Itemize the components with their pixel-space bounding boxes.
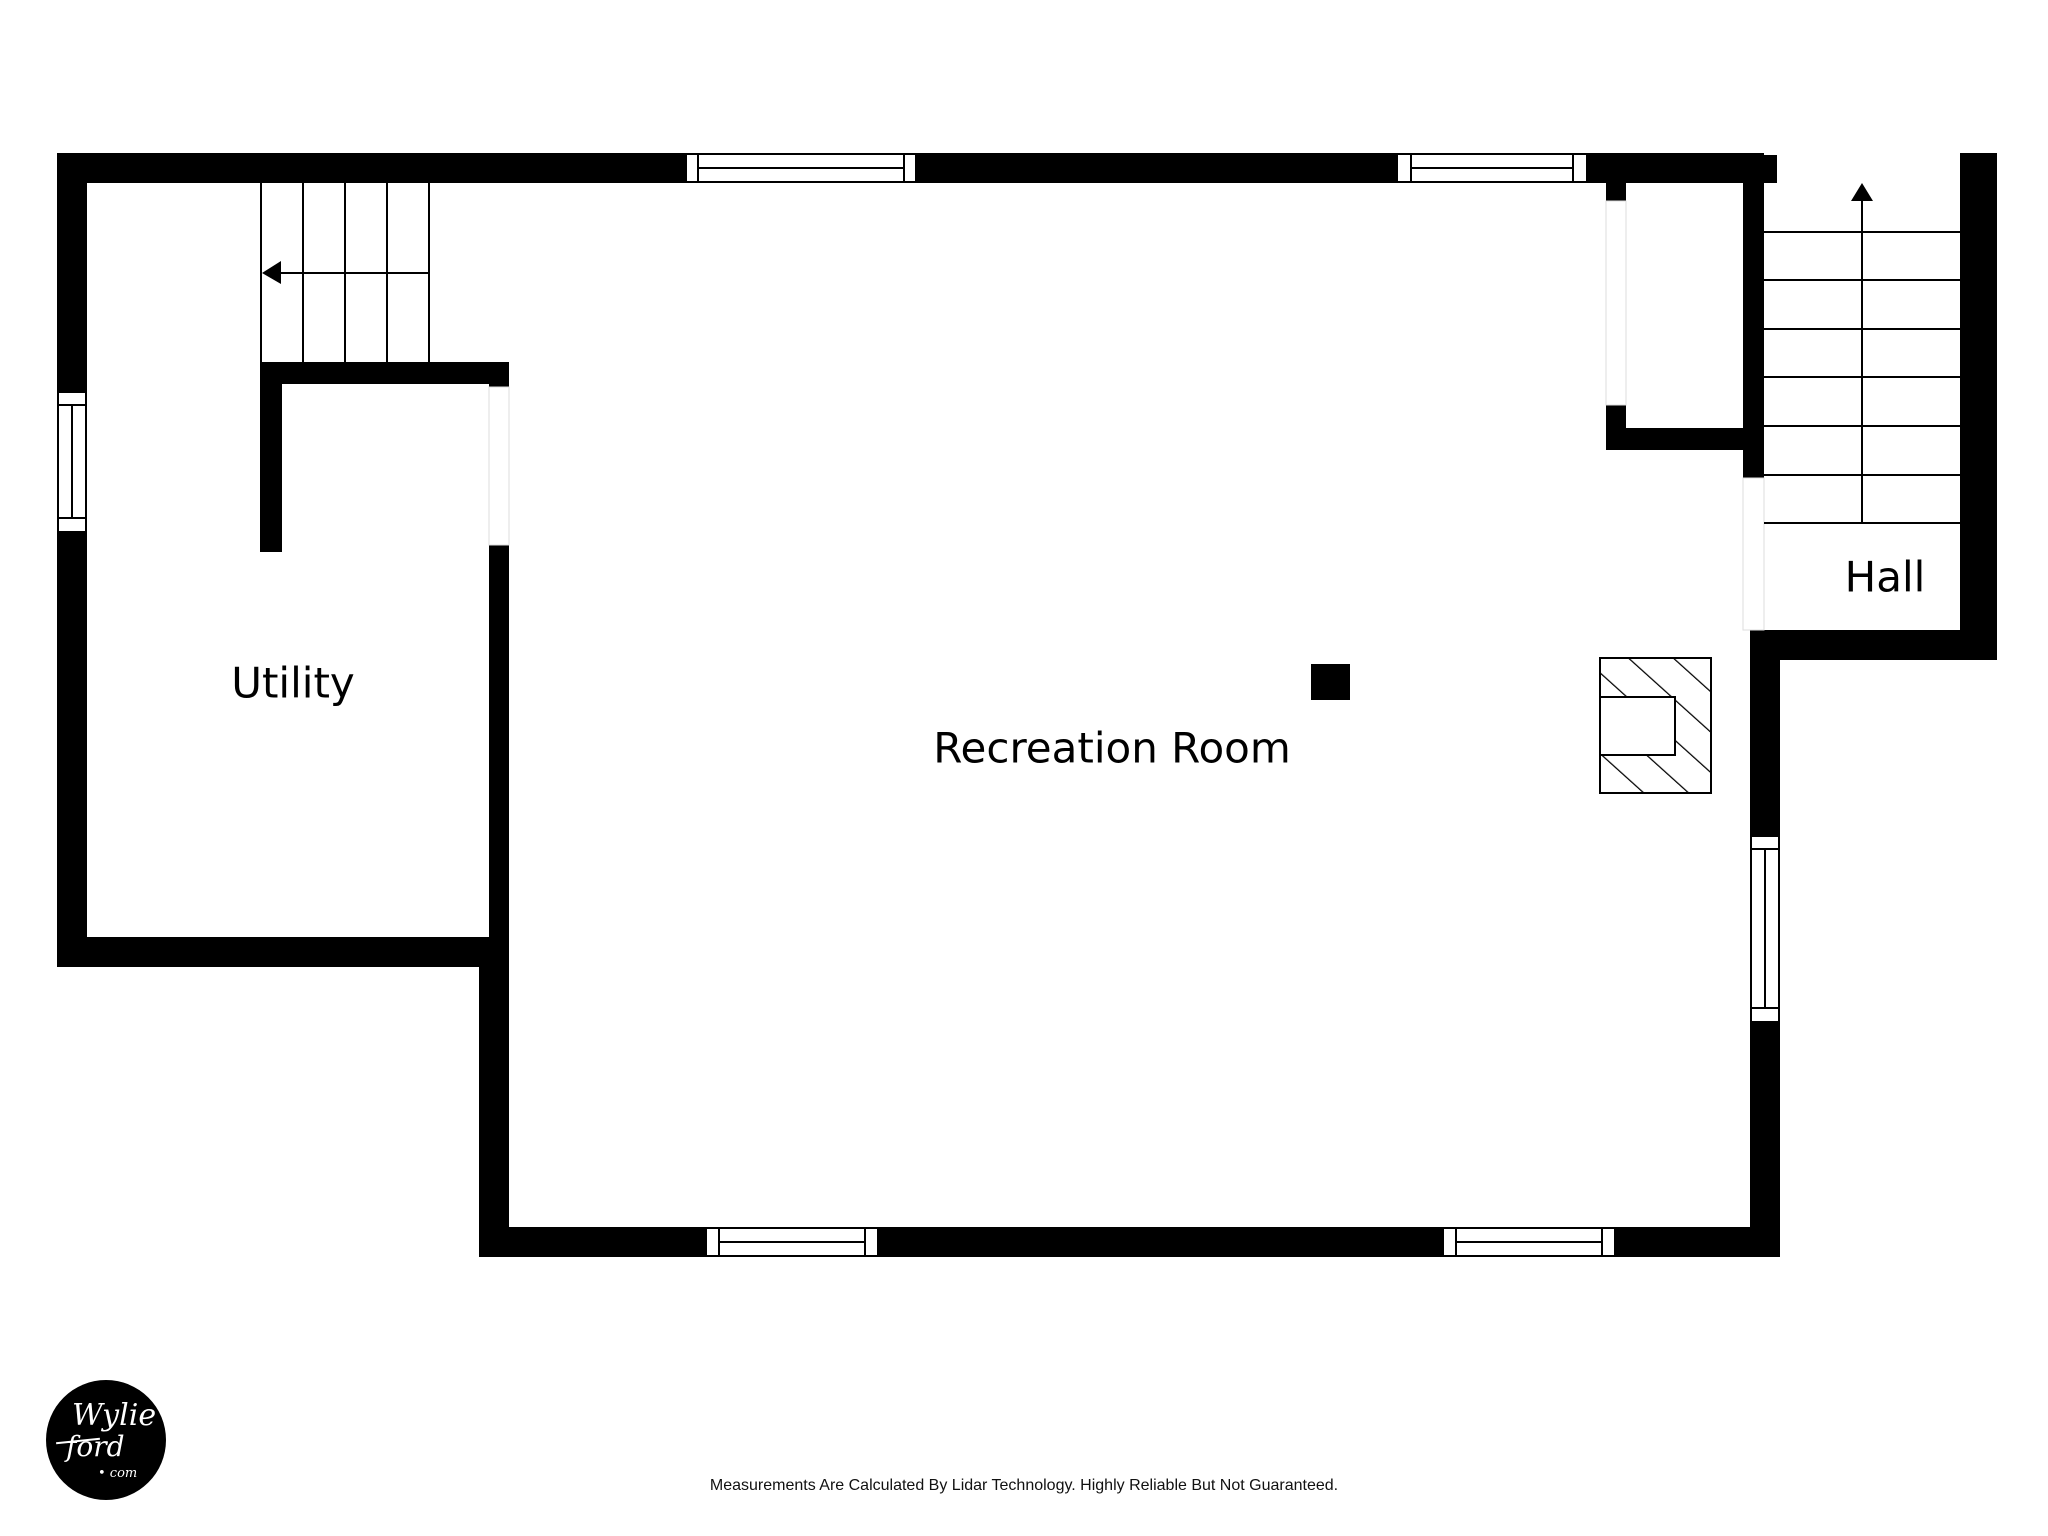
window-top-2 bbox=[1396, 153, 1588, 183]
logo-text-line3: • com bbox=[98, 1466, 138, 1481]
stairs-hall bbox=[1764, 200, 1960, 524]
window-right bbox=[1750, 835, 1780, 1023]
measurement-disclaimer: Measurements Are Calculated By Lidar Tec… bbox=[709, 1477, 1339, 1494]
window-bottom-2 bbox=[1442, 1227, 1616, 1257]
window-bottom-1 bbox=[705, 1227, 879, 1257]
logo-text-line1: Wylie bbox=[72, 1398, 157, 1433]
window-left bbox=[57, 391, 87, 533]
column bbox=[1311, 664, 1350, 700]
brand-logo: Wylie ford • com bbox=[46, 1380, 166, 1500]
stairs-utility bbox=[260, 183, 430, 362]
room-label-recreation: Recreation Room bbox=[933, 723, 1291, 773]
room-label-hall: Hall bbox=[1844, 552, 1926, 602]
stairs-arrow-up-icon bbox=[1851, 183, 1873, 201]
logo-text-line2: ford bbox=[66, 1430, 125, 1463]
window-top-1 bbox=[685, 153, 917, 183]
fireplace-icon bbox=[1599, 657, 1712, 794]
door-openings bbox=[488, 153, 1960, 631]
windows bbox=[57, 153, 1780, 1257]
stairs-arrow-left-icon bbox=[262, 261, 281, 284]
room-label-utility: Utility bbox=[231, 658, 355, 708]
